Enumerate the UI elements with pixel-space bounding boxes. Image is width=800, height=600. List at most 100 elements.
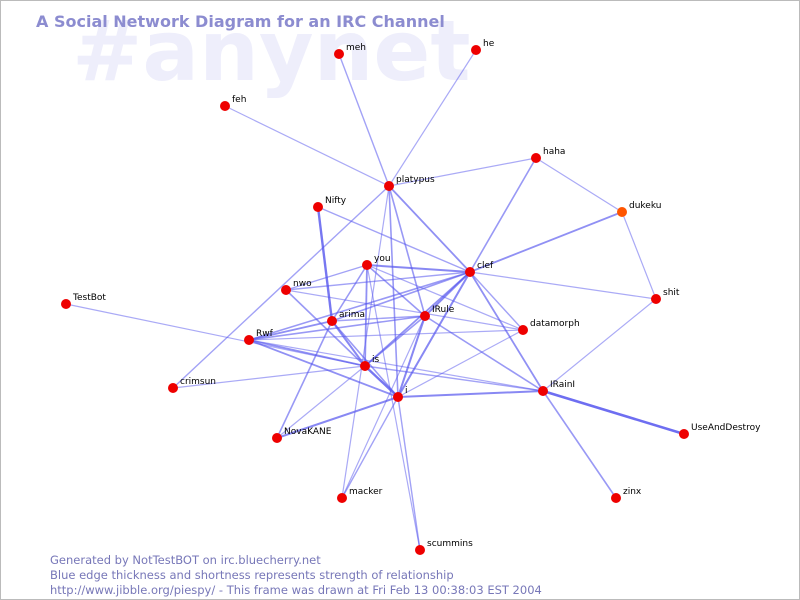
node-platypus: platypus xyxy=(384,175,435,191)
node-meh: meh xyxy=(334,43,366,59)
edge-Rwf-datamorph xyxy=(248,329,524,341)
node-dot-haha xyxy=(531,153,541,163)
edge-haha-dukeku xyxy=(535,157,623,213)
node-dot-arima xyxy=(327,316,337,326)
edge-nwo-is xyxy=(285,289,366,367)
edge-is-NovaKANE xyxy=(276,365,366,439)
node-scummins: scummins xyxy=(415,539,473,555)
node-label-IRainI: IRainI xyxy=(550,380,575,390)
edge-shit-IRainI xyxy=(542,298,657,392)
edge-platypus-crimsun xyxy=(172,185,390,389)
edge-you-IRule xyxy=(366,264,426,317)
edge-IRule-macker xyxy=(341,315,426,499)
node-i: i xyxy=(393,386,408,402)
node-arima: arima xyxy=(327,310,365,326)
node-label-NovaKANE: NovaKANE xyxy=(284,427,332,437)
node-he: he xyxy=(471,39,495,55)
node-dot-Nifty xyxy=(313,202,323,212)
edge-i-datamorph xyxy=(397,329,524,398)
node-crimsun: crimsun xyxy=(168,377,216,393)
node-dot-Rwf xyxy=(244,335,254,345)
edge-platypus-clef xyxy=(388,185,471,273)
footer-legend-line: Blue edge thickness and shortness repres… xyxy=(50,568,454,582)
node-dot-NovaKANE xyxy=(272,433,282,443)
node-label-i: i xyxy=(405,386,408,396)
node-dot-is xyxy=(360,361,370,371)
node-dot-IRainI xyxy=(538,386,548,396)
edge-clef-i xyxy=(397,271,471,398)
edge-i-scummins xyxy=(397,396,421,551)
node-Nifty: Nifty xyxy=(313,196,347,212)
node-label-nwo: nwo xyxy=(293,279,312,289)
edge-meh-platypus xyxy=(338,53,390,187)
node-NovaKANE: NovaKANE xyxy=(272,427,332,443)
edge-layer xyxy=(65,49,685,551)
edge-arima-IRule xyxy=(331,315,426,322)
node-label-arima: arima xyxy=(339,310,365,320)
edge-he-platypus xyxy=(388,49,477,187)
edge-arima-Rwf xyxy=(248,320,333,341)
edge-platypus-haha xyxy=(388,157,537,187)
node-dot-he xyxy=(471,45,481,55)
node-label-UseAndDestroy: UseAndDestroy xyxy=(691,423,761,433)
edge-platypus-i xyxy=(388,185,399,398)
node-UseAndDestroy: UseAndDestroy xyxy=(679,423,761,439)
edge-Rwf-i xyxy=(248,339,399,398)
edge-clef-shit xyxy=(469,271,657,300)
edge-Nifty-arima xyxy=(316,206,334,322)
node-label-is: is xyxy=(372,355,380,365)
node-label-Rwf: Rwf xyxy=(256,329,274,339)
node-label-clef: clef xyxy=(477,261,494,271)
node-dot-shit xyxy=(651,294,661,304)
node-label-he: he xyxy=(483,39,495,49)
node-dot-feh xyxy=(220,101,230,111)
edge-IRule-is xyxy=(364,315,426,367)
edge-clef-is xyxy=(364,271,471,367)
edge-IRainI-UseAndDestroy xyxy=(542,389,685,436)
edge-IRainI-zinx xyxy=(542,390,617,499)
node-label-crimsun: crimsun xyxy=(180,377,216,387)
edge-feh-platypus xyxy=(224,105,390,187)
node-clef: clef xyxy=(465,261,494,277)
edge-IRule-IRainI xyxy=(424,315,544,392)
node-dot-scummins xyxy=(415,545,425,555)
footer-generator-line: Generated by NotTestBOT on irc.bluecherr… xyxy=(50,553,321,567)
edge-i-IRainI xyxy=(397,390,544,398)
edge-clef-nwo xyxy=(285,271,471,291)
node-label-scummins: scummins xyxy=(427,539,473,549)
edge-clef-IRainI xyxy=(469,271,544,392)
edge-platypus-IRule xyxy=(388,185,426,317)
node-label-shit: shit xyxy=(663,288,680,298)
node-dot-clef xyxy=(465,267,475,277)
node-label-meh: meh xyxy=(346,43,366,53)
node-label-IRule: IRule xyxy=(432,305,455,315)
node-label-TestBot: TestBot xyxy=(72,293,106,303)
node-you: you xyxy=(362,254,391,270)
node-Rwf: Rwf xyxy=(244,329,274,345)
node-zinx: zinx xyxy=(611,487,642,503)
node-label-platypus: platypus xyxy=(396,175,435,185)
node-dot-TestBot xyxy=(61,299,71,309)
node-nwo: nwo xyxy=(281,279,312,295)
node-haha: haha xyxy=(531,147,565,163)
node-shit: shit xyxy=(651,288,680,304)
edge-is-i xyxy=(364,365,399,398)
node-label-you: you xyxy=(374,254,391,264)
edge-arima-NovaKANE xyxy=(276,320,333,439)
node-dot-nwo xyxy=(281,285,291,295)
edge-you-scummins xyxy=(366,264,421,551)
edge-clef-arima xyxy=(331,271,471,322)
diagram-title: A Social Network Diagram for an IRC Chan… xyxy=(36,12,445,31)
node-dot-zinx xyxy=(611,493,621,503)
node-dot-UseAndDestroy xyxy=(679,429,689,439)
node-label-haha: haha xyxy=(543,147,565,157)
edge-haha-clef xyxy=(469,157,537,273)
edge-dukeku-shit xyxy=(621,211,657,300)
edge-Rwf-is xyxy=(248,339,366,367)
node-datamorph: datamorph xyxy=(518,319,580,335)
edge-nwo-datamorph xyxy=(285,289,524,331)
node-IRule: IRule xyxy=(420,305,455,321)
edge-arima-i xyxy=(331,320,399,398)
